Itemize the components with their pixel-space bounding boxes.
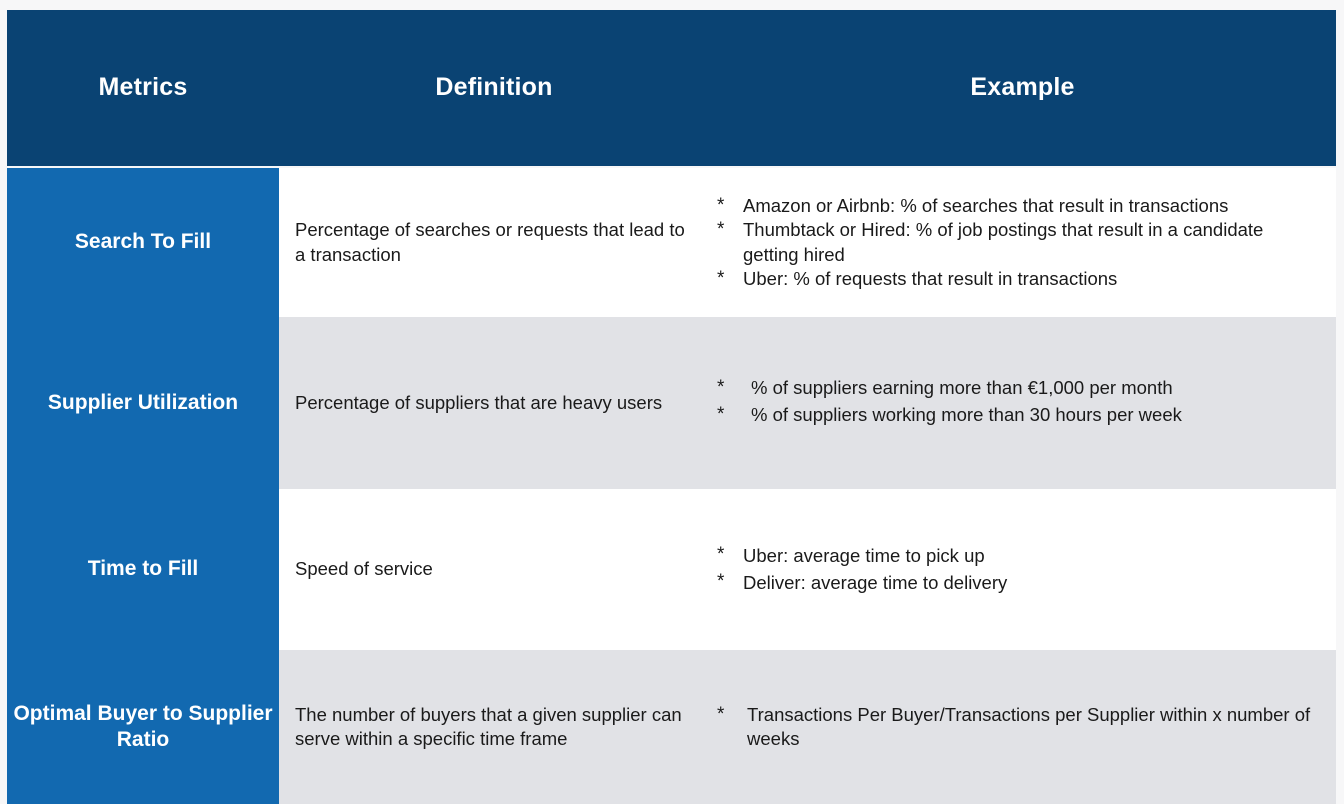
asterisk-bullet-icon: * bbox=[717, 570, 725, 592]
column-header-metrics: Metrics bbox=[7, 10, 279, 166]
example-cell: * % of suppliers earning more than €1,00… bbox=[709, 317, 1336, 489]
column-header-example: Example bbox=[709, 10, 1336, 166]
asterisk-bullet-icon: * bbox=[717, 194, 725, 216]
list-item: * Uber: % of requests that result in tra… bbox=[717, 267, 1322, 292]
asterisk-bullet-icon: * bbox=[717, 703, 725, 725]
definition-text: Speed of service bbox=[295, 558, 433, 580]
list-item-text: Amazon or Airbnb: % of searches that res… bbox=[743, 194, 1229, 216]
table-body: Search To Fill Percentage of searches or… bbox=[7, 168, 1336, 804]
list-item: * Amazon or Airbnb: % of searches that r… bbox=[717, 194, 1322, 219]
row-background bbox=[279, 650, 1336, 804]
column-header-metrics-label: Metrics bbox=[98, 73, 188, 102]
definition-cell: Percentage of searches or requests that … bbox=[279, 168, 709, 317]
list-item-text: % of suppliers earning more than €1,000 … bbox=[751, 377, 1173, 399]
asterisk-bullet-icon: * bbox=[717, 404, 725, 425]
metric-label: Search To Fill bbox=[74, 230, 212, 254]
column-header-example-label: Example bbox=[970, 73, 1075, 102]
table-header-row: Metrics Definition Example bbox=[7, 10, 1336, 166]
row-background bbox=[279, 317, 1336, 489]
asterisk-bullet-icon: * bbox=[717, 377, 725, 399]
list-item: * Thumbtack or Hired: % of job postings … bbox=[717, 218, 1322, 266]
table-row: Supplier Utilization Percentage of suppl… bbox=[7, 317, 1336, 489]
definition-cell: The number of buyers that a given suppli… bbox=[279, 650, 709, 804]
list-item-text: Thumbtack or Hired: % of job postings th… bbox=[743, 219, 1264, 265]
list-item-text: % of suppliers working more than 30 hour… bbox=[751, 404, 1182, 425]
list-item: * % of suppliers earning more than €1,00… bbox=[717, 376, 1322, 401]
asterisk-bullet-icon: * bbox=[717, 219, 725, 241]
row-background bbox=[279, 489, 1336, 650]
asterisk-bullet-icon: * bbox=[717, 267, 725, 289]
list-item: * Transactions Per Buyer/Transactions pe… bbox=[717, 703, 1322, 751]
list-item: * Uber: average time to pick up bbox=[717, 543, 1322, 570]
example-cell: * Transactions Per Buyer/Transactions pe… bbox=[709, 650, 1336, 804]
list-item-text: Transactions Per Buyer/Transactions per … bbox=[747, 703, 1311, 749]
list-item: * % of suppliers working more than 30 ho… bbox=[717, 403, 1322, 428]
list-item-text: Deliver: average time to delivery bbox=[743, 571, 1008, 593]
definition-text: The number of buyers that a given suppli… bbox=[295, 703, 682, 749]
example-cell: * Amazon or Airbnb: % of searches that r… bbox=[709, 168, 1336, 317]
asterisk-bullet-icon: * bbox=[717, 543, 725, 565]
table-row: Time to Fill Speed of service * Uber: av… bbox=[7, 489, 1336, 650]
metric-cell: Time to Fill bbox=[7, 489, 279, 650]
definition-text: Percentage of searches or requests that … bbox=[295, 219, 685, 265]
list-item-text: Uber: % of requests that result in trans… bbox=[743, 267, 1118, 289]
metric-label: Time to Fill bbox=[87, 557, 199, 581]
definition-text: Percentage of suppliers that are heavy u… bbox=[295, 391, 663, 413]
table-row: Optimal Buyer to Supplier Ratio The numb… bbox=[7, 650, 1336, 804]
list-item-text: Uber: average time to pick up bbox=[743, 544, 985, 566]
list-item: * Deliver: average time to delivery bbox=[717, 570, 1322, 597]
definition-cell: Speed of service bbox=[279, 489, 709, 650]
metric-cell: Optimal Buyer to Supplier Ratio bbox=[7, 650, 279, 804]
table-row: Search To Fill Percentage of searches or… bbox=[7, 168, 1336, 317]
column-header-definition-label: Definition bbox=[435, 73, 553, 102]
definition-cell: Percentage of suppliers that are heavy u… bbox=[279, 317, 709, 489]
metric-cell: Search To Fill bbox=[7, 168, 279, 317]
example-cell: * Uber: average time to pick up * Delive… bbox=[709, 489, 1336, 650]
metric-label: Optimal Buyer to Supplier Ratio bbox=[13, 701, 273, 751]
row-background bbox=[279, 168, 1336, 317]
column-header-definition: Definition bbox=[279, 10, 709, 166]
metric-label: Supplier Utilization bbox=[47, 390, 239, 414]
metric-cell: Supplier Utilization bbox=[7, 317, 279, 489]
